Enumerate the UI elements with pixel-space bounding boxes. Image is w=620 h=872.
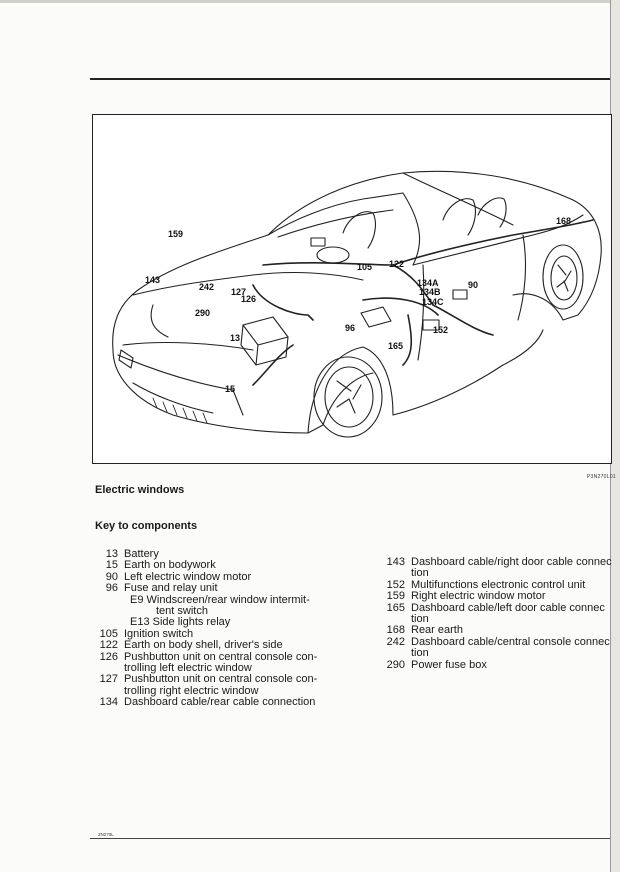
callout-126: 126 bbox=[241, 294, 257, 304]
footer-rule bbox=[90, 838, 610, 839]
callout-152: 152 bbox=[433, 325, 449, 335]
callout-122: 122 bbox=[389, 259, 405, 269]
callout-290: 290 bbox=[195, 308, 211, 318]
figure-caption: Electric windows bbox=[95, 484, 185, 496]
callout-159: 159 bbox=[168, 229, 184, 239]
list-item: E9 Windscreen/rear window intermit- bbox=[130, 594, 310, 606]
list-item: tion bbox=[411, 614, 429, 626]
list-item: tent switch bbox=[156, 606, 208, 618]
list-item: trolling left electric window bbox=[124, 663, 252, 675]
list-item: E13 Side lights relay bbox=[130, 617, 231, 629]
page-top-shadow bbox=[0, 0, 620, 3]
callout-134a: 134A bbox=[417, 278, 439, 288]
car-wiring-illustration bbox=[112, 170, 602, 438]
callout-242: 242 bbox=[199, 282, 215, 292]
wiring-diagram-figure: 159 143 242 127 126 290 13 15 105 122 13… bbox=[92, 114, 612, 464]
callout-15: 15 bbox=[225, 384, 236, 394]
callout-90: 90 bbox=[468, 280, 479, 290]
callout-105: 105 bbox=[357, 262, 373, 272]
callout-134c: 134C bbox=[422, 297, 444, 307]
footer-code: 2N270L bbox=[98, 832, 114, 837]
callout-134b: 134B bbox=[419, 287, 441, 297]
header-rule bbox=[90, 78, 610, 80]
figure-code: P3N270L01 bbox=[586, 474, 616, 480]
list-item: tion bbox=[411, 648, 429, 660]
key-title: Key to components bbox=[95, 520, 198, 532]
callout-96: 96 bbox=[345, 323, 356, 333]
callout-168: 168 bbox=[556, 216, 572, 226]
list-item: tion bbox=[411, 568, 429, 580]
callout-143: 143 bbox=[145, 275, 161, 285]
list-item: trolling right electric window bbox=[124, 685, 259, 697]
callout-165: 165 bbox=[388, 341, 404, 351]
callout-127: 127 bbox=[231, 287, 247, 297]
callout-13: 13 bbox=[230, 333, 241, 343]
